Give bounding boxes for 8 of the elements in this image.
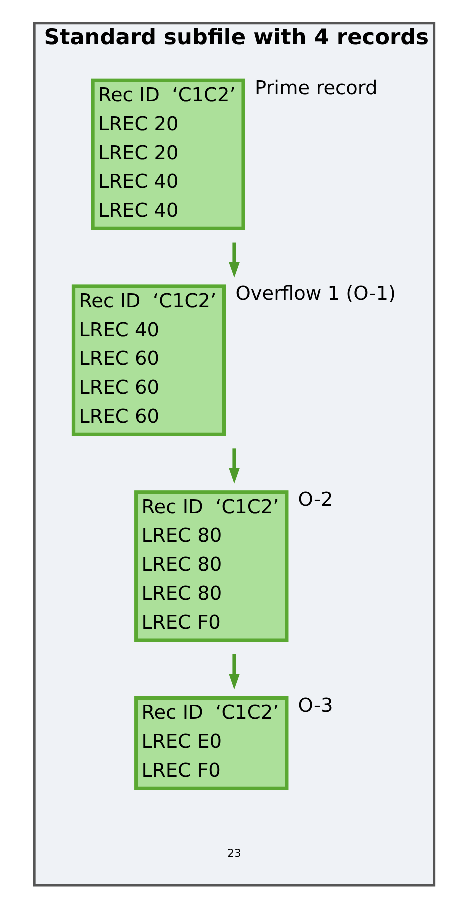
arrow (229, 242, 240, 278)
node-label: O-2 (298, 488, 334, 511)
node-label: Overflow 1 (O-1) (236, 282, 396, 305)
label: 23 (228, 846, 242, 860)
arrow (229, 654, 240, 690)
arrow (229, 448, 240, 484)
node-label: Prime record (254, 76, 378, 99)
node-label: O-3 (298, 693, 334, 716)
